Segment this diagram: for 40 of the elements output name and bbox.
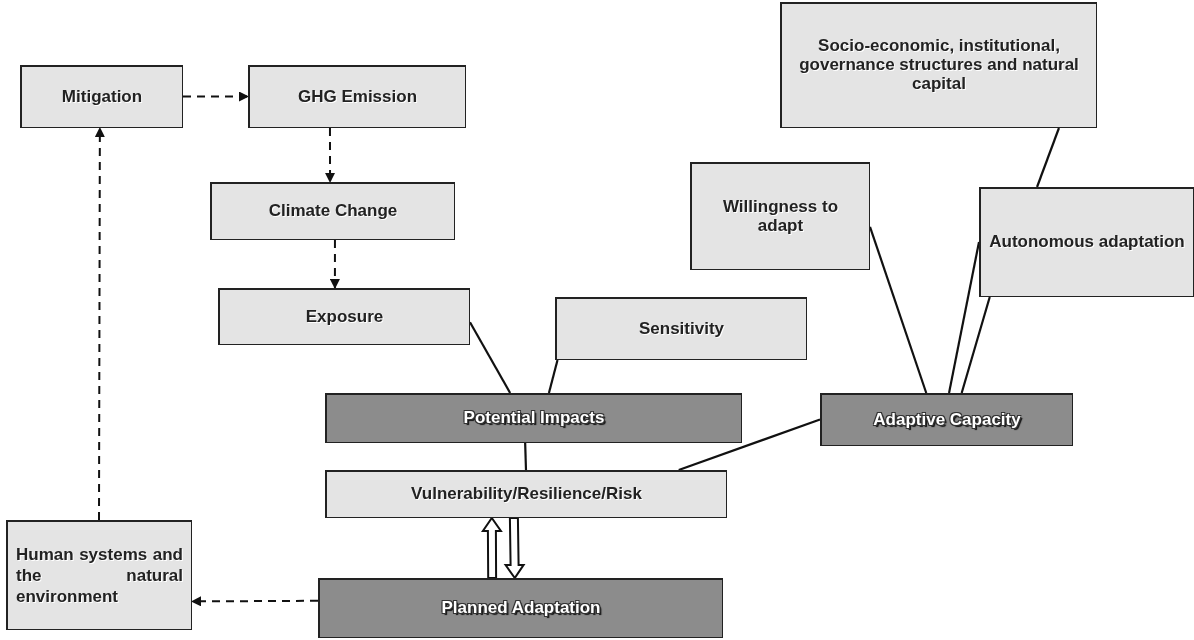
box-label: Willingness to adapt	[721, 197, 840, 236]
process-box	[780, 2, 1097, 128]
connector-line	[469, 321, 512, 394]
arrow	[325, 127, 336, 183]
connector-line	[678, 418, 821, 472]
process-box	[325, 393, 742, 443]
connector-line	[1036, 127, 1060, 188]
arrow	[329, 239, 340, 289]
box-label: Potential Impacts	[463, 409, 605, 428]
connector-line	[960, 296, 991, 394]
box-label: Vulnerability/Resilience/Risk	[411, 485, 642, 504]
box-label: Planned Adaptation	[441, 599, 601, 618]
hollow-arrow	[481, 516, 503, 579]
box-label: Exposure	[305, 307, 384, 327]
process-box	[210, 182, 455, 240]
connector-line	[547, 359, 559, 394]
process-box	[325, 470, 727, 518]
box-label: Autonomous adaptation	[989, 233, 1185, 252]
process-box	[690, 162, 870, 270]
box-label: GHG Emission	[298, 87, 417, 107]
process-box	[820, 393, 1073, 446]
box-label: Human systems and the natural environment	[16, 543, 183, 608]
process-box	[248, 65, 466, 128]
process-box	[20, 65, 183, 128]
connector-line	[947, 241, 981, 394]
arrow	[94, 127, 105, 521]
connector-line	[524, 442, 528, 471]
process-box	[218, 288, 470, 345]
box-label: Socio-economic, institutional, governance structures and natural capital	[798, 37, 1080, 94]
process-box	[318, 578, 723, 638]
process-box	[6, 520, 192, 630]
arrow	[191, 596, 319, 607]
box-label: Climate Change	[268, 202, 398, 221]
arrow	[182, 91, 249, 102]
hollow-arrow	[503, 516, 526, 580]
box-label: Sensitivity	[638, 319, 724, 339]
process-box	[979, 187, 1194, 297]
box-label: Adaptive Capacity	[873, 410, 1021, 430]
process-box	[555, 297, 807, 360]
box-label: Mitigation	[61, 87, 143, 107]
